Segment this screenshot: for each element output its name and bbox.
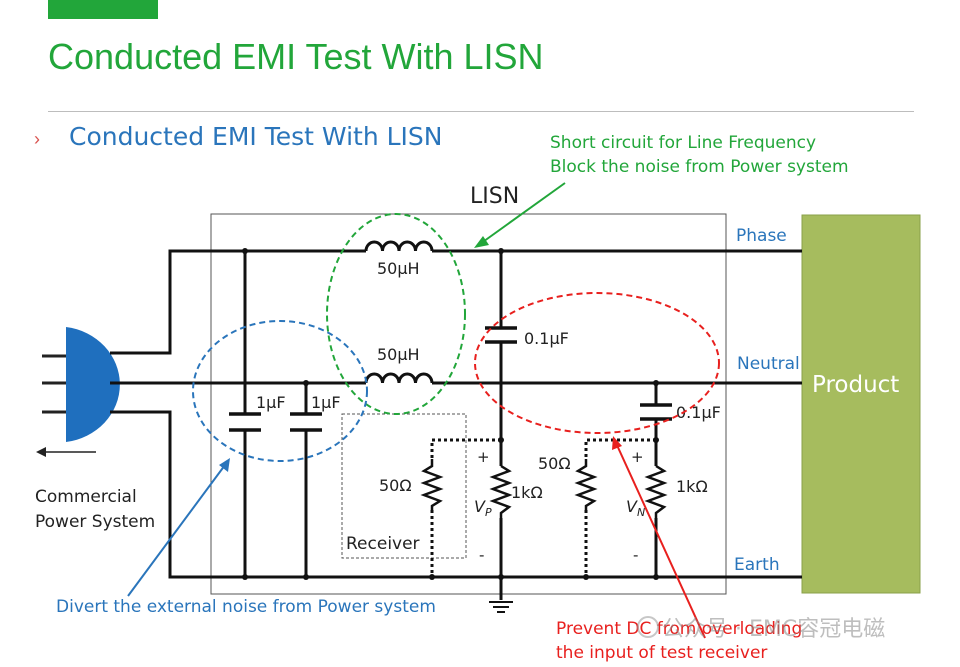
product-label: Product [812, 372, 899, 398]
vn-minus: - [633, 546, 638, 564]
blue-arrow-icon [127, 458, 230, 597]
ground-icon [489, 601, 513, 613]
resistor-phase-label: 1kΩ [511, 483, 543, 502]
junction-dots [242, 248, 659, 580]
bullet-marker: › [34, 129, 40, 149]
capacitor-left2-icon [290, 412, 322, 432]
arrow-left-icon [36, 447, 96, 457]
earth-label: Earth [734, 555, 780, 575]
resistor-phase-icon [489, 464, 513, 518]
vp-label: VP [474, 497, 492, 519]
vn-plus: + [631, 448, 644, 466]
section-heading: Conducted EMI Test With LISN [69, 122, 443, 151]
title-accent-bar [48, 0, 158, 19]
resistor-receiver-label: 50Ω [379, 476, 412, 495]
vp-plus: + [477, 448, 490, 466]
inductor-neutral-icon [364, 372, 434, 384]
main-wiring [110, 249, 802, 600]
capacitor-neutral-label: 0.1μF [676, 403, 721, 422]
resistor-neutral-1k-label: 1kΩ [676, 477, 708, 496]
blue-note: Divert the external noise from Power sys… [56, 597, 436, 617]
inductor-phase-label: 50μH [377, 259, 420, 278]
green-note-line1: Short circuit for Line Frequency [550, 133, 816, 153]
capacitor-neutral-icon [640, 403, 672, 421]
neutral-label: Neutral [737, 354, 800, 374]
title-divider [48, 111, 914, 112]
product-box [801, 214, 921, 594]
resistor-receiver-icon [420, 459, 444, 510]
vn-label: VN [626, 497, 645, 519]
wechat-icon [637, 616, 659, 638]
capacitor-left2-label: 1μF [311, 393, 341, 412]
source-label-line2: Power System [35, 512, 155, 532]
resistor-neutral-50-label: 50Ω [538, 454, 571, 473]
phase-label: Phase [736, 226, 787, 246]
inductor-neutral-label: 50μH [377, 345, 420, 364]
page-title: Conducted EMI Test With LISN [48, 36, 544, 77]
inductor-phase-icon [364, 240, 434, 252]
watermark-text: 公众号 · EMC容冠电磁 [662, 617, 885, 642]
capacitor-left1-icon [229, 412, 261, 432]
watermark: 公众号 · EMC容冠电磁 [637, 616, 885, 642]
capacitor-phase-label: 0.1μF [524, 329, 569, 348]
red-note-line1: Prevent DC from overloading [556, 619, 802, 639]
lisn-label: LISN [470, 184, 519, 209]
resistor-neutral-1k-icon [644, 464, 668, 518]
blue-highlight-ellipse [192, 320, 368, 462]
lisn-enclosure [210, 213, 727, 595]
red-note-line2: the input of test receiver [556, 643, 767, 663]
measurement-links [430, 438, 656, 577]
green-arrow-icon [474, 182, 566, 248]
resistor-neutral-50-icon [574, 459, 598, 510]
green-highlight-ellipse [326, 213, 466, 415]
red-arrow-icon [612, 436, 706, 639]
capacitor-left1-label: 1μF [256, 393, 286, 412]
vp-minus: - [479, 546, 484, 564]
red-highlight-ellipse [474, 292, 720, 434]
power-plug-icon [42, 327, 120, 442]
green-note-line2: Block the noise from Power system [550, 157, 849, 177]
receiver-label: Receiver [346, 534, 420, 554]
source-label-line1: Commercial [35, 487, 137, 507]
